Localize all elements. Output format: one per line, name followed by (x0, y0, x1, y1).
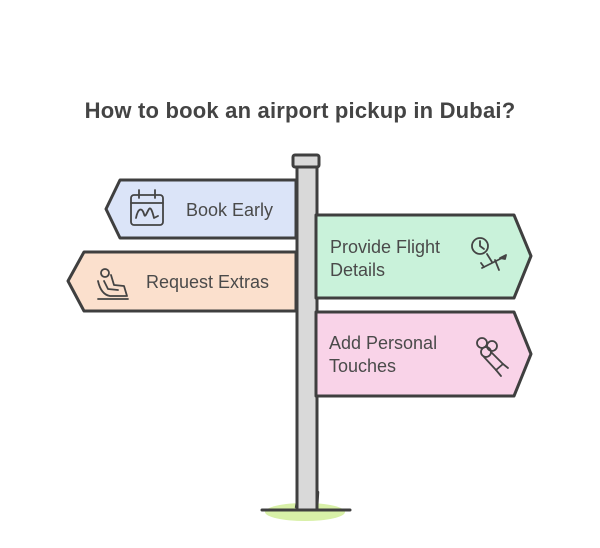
flower-bouquet-icon (476, 337, 509, 377)
sign-add-personal-touches-label: Add Personal Touches (329, 333, 442, 376)
sign-book-early-label: Book Early (186, 200, 273, 220)
sign-add-personal-touches: Add Personal Touches (314, 310, 533, 398)
sign-add-personal-touches-line-1: Add Personal (329, 333, 437, 353)
sign-provide-flight-details-label: Provide Flight Details (330, 237, 445, 280)
sign-add-personal-touches-line-2: Touches (329, 356, 396, 376)
clock-airplane-icon (471, 237, 507, 271)
sign-provide-flight-details-line-1: Provide Flight (330, 237, 440, 257)
signpost-pole (291, 153, 321, 512)
car-seat-icon (97, 268, 129, 300)
sign-provide-flight-details: Provide Flight Details (314, 213, 533, 300)
sign-provide-flight-details-line-2: Details (330, 260, 385, 280)
page-title: How to book an airport pickup in Dubai? (84, 98, 516, 123)
calendar-icon (130, 189, 164, 226)
sign-request-extras: Request Extras (66, 250, 298, 313)
sign-book-early: Book Early (104, 178, 298, 240)
sign-request-extras-label: Request Extras (146, 272, 269, 292)
